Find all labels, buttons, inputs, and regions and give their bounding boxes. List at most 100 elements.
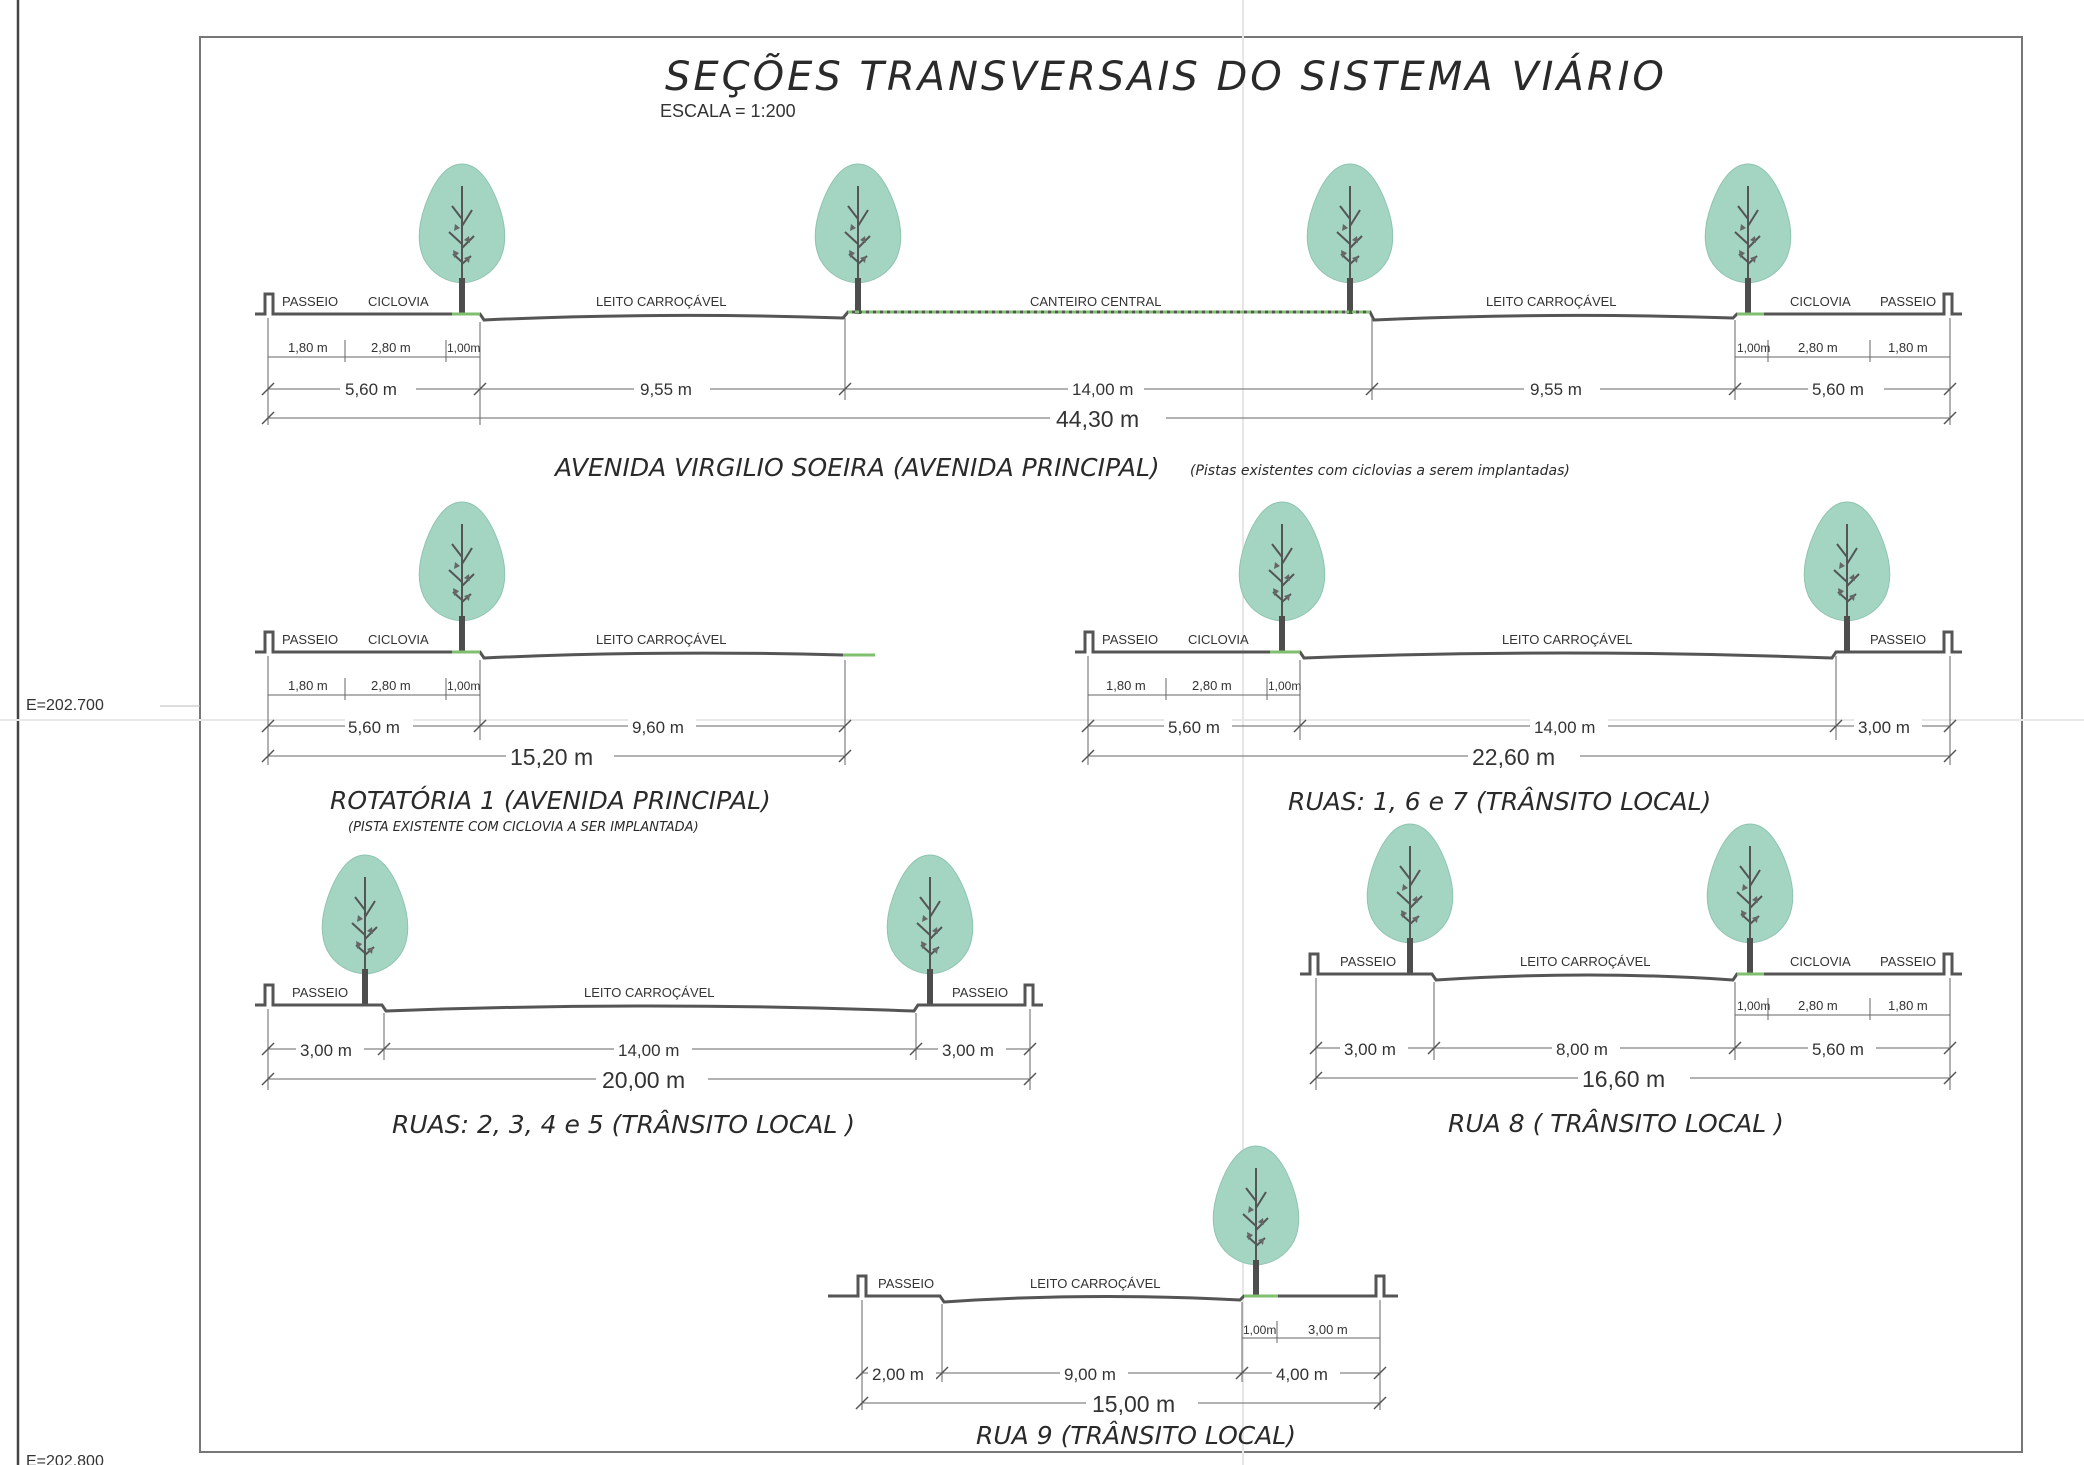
road-profile (255, 630, 844, 660)
section-rua-8: PASSEIO LEITO CARROÇÁVEL CICLOVIA PASSEI… (1300, 823, 1962, 1138)
dim-small: 1,00m (447, 341, 480, 355)
dim-small: 2,80 m (1798, 340, 1838, 355)
dim-small: 1,00m (1268, 679, 1301, 693)
tree-icon (1366, 823, 1454, 975)
dim-medium: 3,00 m (1858, 718, 1910, 737)
dim-small: 2,80 m (371, 340, 411, 355)
dim-medium: 3,00 m (300, 1041, 352, 1060)
label-leito: LEITO CARROÇÁVEL (1030, 1276, 1161, 1291)
section-rotatoria: PASSEIO CICLOVIA LEITO CARROÇÁVEL 1,80 m… (255, 501, 875, 835)
tree-icon (886, 854, 974, 1006)
road-profile (1300, 952, 1962, 982)
drawing-title: SEÇÕES TRANSVERSAIS DO SISTEMA VIÁRIO (665, 52, 1667, 100)
label-passeio: PASSEIO (1870, 632, 1926, 647)
dim-medium: 2,00 m (872, 1365, 924, 1384)
label-ciclovia: CICLOVIA (368, 294, 429, 309)
dim-total: 15,20 m (510, 744, 593, 770)
tree-icon (321, 854, 409, 1006)
dim-small: 3,00 m (1308, 1322, 1348, 1337)
dim-medium: 14,00 m (1534, 718, 1595, 737)
dim-total: 44,30 m (1056, 406, 1139, 432)
dim-medium: 5,60 m (1812, 380, 1864, 399)
label-ciclovia: CICLOVIA (1188, 632, 1249, 647)
tree-icon (1238, 501, 1326, 653)
coord-label-left: E=202.700 (26, 697, 104, 714)
dim-total: 20,00 m (602, 1067, 685, 1093)
dim-small: 1,80 m (288, 678, 328, 693)
label-leito: LEITO CARROÇÁVEL (584, 985, 715, 1000)
dim-medium: 8,00 m (1556, 1040, 1608, 1059)
dim-small: 1,00m (447, 679, 480, 693)
extension-lines (267, 318, 1951, 425)
dim-small: 1,80 m (1106, 678, 1146, 693)
section-caption: RUA 8 ( TRÂNSITO LOCAL ) (1448, 1109, 1784, 1138)
section-rua-9: PASSEIO LEITO CARROÇÁVEL 1,00m 3,00 m 2,… (828, 1145, 1398, 1450)
dim-medium: 14,00 m (618, 1041, 679, 1060)
tree-icon (1306, 163, 1394, 315)
dimension-line (1242, 1321, 1380, 1343)
section-note: (PISTA EXISTENTE COM CICLOVIA A SER IMPL… (348, 820, 699, 835)
dim-total: 22,60 m (1472, 744, 1555, 770)
section-caption: RUAS: 1, 6 e 7 (TRÂNSITO LOCAL) (1288, 787, 1711, 816)
section-ruas-1-6-7: PASSEIO CICLOVIA LEITO CARROÇÁVEL PASSEI… (1075, 501, 1962, 816)
label-ciclovia: CICLOVIA (1790, 294, 1851, 309)
label-passeio: PASSEIO (282, 632, 338, 647)
dim-small: 1,00m (1737, 341, 1770, 355)
road-profile (255, 983, 1043, 1013)
section-caption: AVENIDA VIRGILIO SOEIRA (AVENIDA PRINCIP… (553, 453, 1160, 482)
drawing-border (199, 36, 2023, 1453)
label-passeio: PASSEIO (1880, 954, 1936, 969)
tree-icon (1212, 1145, 1300, 1297)
extension-lines (861, 1300, 1381, 1410)
dimension-line (1088, 678, 1300, 700)
extension-lines (1087, 656, 1951, 765)
label-leito: LEITO CARROÇÁVEL (1520, 954, 1651, 969)
coord-label-bottom: E=202.800 (26, 1453, 104, 1465)
dim-small: 1,80 m (1888, 340, 1928, 355)
extension-lines (1315, 978, 1951, 1090)
dim-medium: 14,00 m (1072, 380, 1133, 399)
dim-medium: 9,55 m (640, 380, 692, 399)
dim-small: 1,80 m (288, 340, 328, 355)
dim-medium: 3,00 m (942, 1041, 994, 1060)
dim-medium: 9,00 m (1064, 1365, 1116, 1384)
label-leito: LEITO CARROÇÁVEL (1486, 294, 1617, 309)
grass-strip (452, 650, 875, 657)
dim-medium: 5,60 m (345, 380, 397, 399)
dim-medium: 5,60 m (1812, 1040, 1864, 1059)
dim-small: 2,80 m (1192, 678, 1232, 693)
dim-small: 1,00m (1737, 999, 1770, 1013)
tree-icon (1706, 823, 1794, 975)
tree-icon (1704, 163, 1792, 315)
section-note: (Pistas existentes com ciclovias a serem… (1190, 463, 1570, 479)
label-passeio: PASSEIO (1880, 294, 1936, 309)
label-canteiro: CANTEIRO CENTRAL (1030, 294, 1161, 309)
tree-icon (1803, 501, 1891, 653)
section-ruas-2-3-4-5: PASSEIO LEITO CARROÇÁVEL PASSEIO 3,00 m … (255, 854, 1043, 1139)
dim-total: 15,00 m (1092, 1391, 1175, 1417)
dim-medium: 9,55 m (1530, 380, 1582, 399)
section-caption: RUA 9 (TRÂNSITO LOCAL) (976, 1421, 1296, 1450)
label-ciclovia: CICLOVIA (1790, 954, 1851, 969)
drawing-scale: ESCALA = 1:200 (660, 101, 796, 121)
label-passeio: PASSEIO (878, 1276, 934, 1291)
tree-icon (814, 163, 902, 315)
dimension-line (268, 678, 480, 700)
section-avenida: PASSEIO CICLOVIA LEITO CARROÇÁVEL CANTEI… (255, 163, 1962, 482)
label-passeio: PASSEIO (292, 985, 348, 1000)
label-leito: LEITO CARROÇÁVEL (1502, 632, 1633, 647)
dim-small: 2,80 m (1798, 998, 1838, 1013)
dim-medium: 9,60 m (632, 718, 684, 737)
label-ciclovia: CICLOVIA (368, 632, 429, 647)
road-profile (1075, 630, 1962, 660)
dim-small: 1,80 m (1888, 998, 1928, 1013)
label-passeio: PASSEIO (1340, 954, 1396, 969)
dim-medium: 5,60 m (1168, 718, 1220, 737)
dim-small: 2,80 m (371, 678, 411, 693)
dim-total: 16,60 m (1582, 1066, 1665, 1092)
dim-small: 1,00m (1243, 1323, 1276, 1337)
label-leito: LEITO CARROÇÁVEL (596, 632, 727, 647)
tree-icon (418, 163, 506, 315)
label-passeio: PASSEIO (1102, 632, 1158, 647)
